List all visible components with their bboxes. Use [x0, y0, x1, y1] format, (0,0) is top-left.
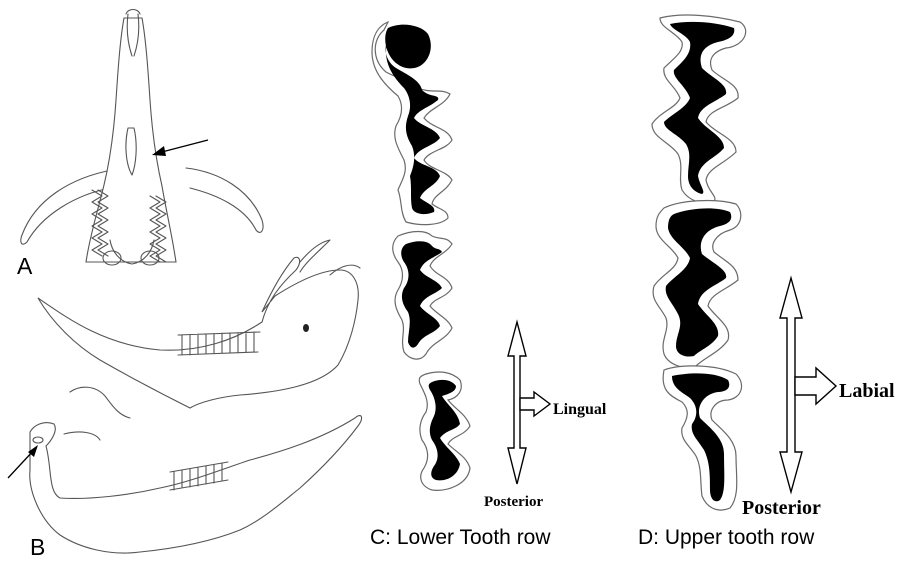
lower-molar-2: [393, 232, 452, 360]
indicator-arrow-icon: [152, 140, 208, 156]
panel-a-letter: A: [17, 253, 33, 279]
panel-d-caption: D: Upper tooth row: [638, 526, 815, 549]
panel-b-letter: B: [30, 534, 45, 560]
lower-row-direction-bottom-label: Posterior: [484, 494, 543, 510]
panel-c-caption: C: Lower Tooth row: [370, 526, 551, 549]
panel-a-skull-drawing: [21, 10, 263, 266]
panel-b-mandible-upper-drawing: [38, 240, 360, 408]
upper-row-direction-bottom-label: Posterior: [742, 497, 821, 519]
upper-row-direction-right-label: Labial: [839, 380, 895, 402]
lower-molar-3: [419, 372, 470, 490]
hollow-right-arrow-icon: [520, 392, 550, 416]
upper-molar-2: [653, 201, 741, 368]
hollow-right-arrow-icon: [795, 368, 836, 404]
lower-row-direction-right-label: Lingual: [553, 401, 607, 418]
panel-d-upper-tooth-row: Labial Posterior: [652, 15, 895, 519]
upper-molar-1: [652, 15, 746, 203]
lower-molar-1: [372, 22, 452, 225]
panel-c-lower-tooth-row: Lingual Posterior: [372, 22, 607, 510]
upper-molar-3: [663, 366, 741, 510]
panel-b-mandible-lower-drawing: [30, 387, 362, 553]
